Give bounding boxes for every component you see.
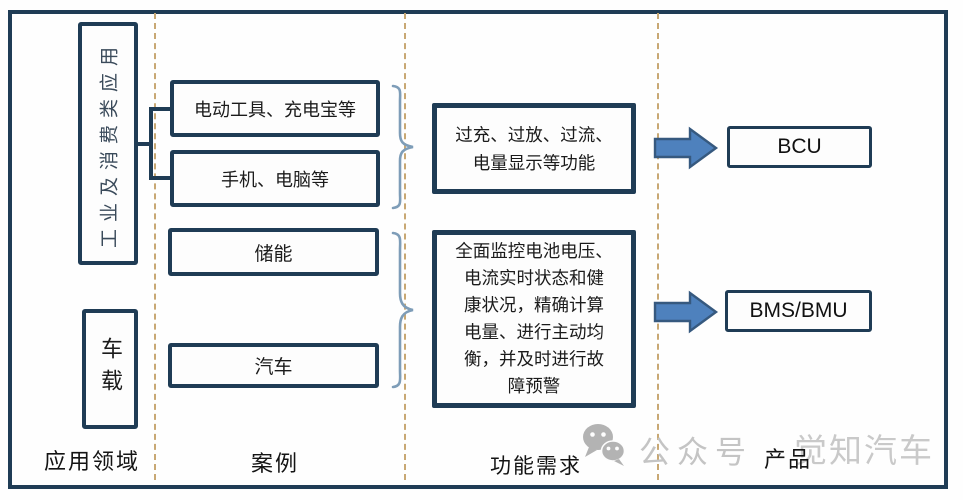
connector-line — [151, 176, 171, 180]
column-label-products: 产品 — [763, 447, 812, 472]
column-label-cases: 案例 — [250, 451, 299, 476]
column-label-application: 应用领域 — [43, 449, 140, 474]
connector-line — [135, 142, 153, 146]
brace-vehicle — [391, 231, 414, 389]
column-divider-1 — [154, 13, 156, 480]
box-bcu: BCU — [727, 126, 872, 168]
brace-consumer — [391, 84, 414, 210]
box-bms-bmu: BMS/BMU — [725, 290, 872, 332]
box-consumer-functions: 过充、过放、过流、 电量显示等功能 — [432, 103, 636, 194]
box-bcu-label: BCU — [777, 135, 822, 158]
box-power-tools-label: 电动工具、充电宝等 — [194, 99, 356, 120]
box-vehicle-domain-label: 车载 — [98, 337, 123, 401]
watermark-gongzhonghao: 公众号 — [639, 435, 753, 470]
watermark-juezhi-qiche: 觉知汽车 — [794, 434, 934, 470]
box-bms-bmu-label: BMS/BMU — [749, 299, 848, 322]
box-power-tools: 电动工具、充电宝等 — [170, 80, 380, 137]
connector-line — [151, 107, 171, 111]
diagram-frame — [8, 10, 948, 489]
box-industrial-consumer-label: 工业及消费类应用 — [99, 39, 121, 248]
box-energy-storage-label: 储能 — [254, 243, 293, 265]
column-divider-3 — [657, 13, 659, 480]
box-vehicle-functions: 全面监控电池电压、 电流实时状态和健 康状况，精确计算 电量、进行主动均 衡，并… — [432, 230, 636, 408]
box-industrial-consumer: 工业及消费类应用 — [78, 22, 138, 265]
box-vehicle-domain: 车载 — [82, 309, 138, 429]
box-vehicle-functions-text: 全面监控电池电压、 电流实时状态和健 康状况，精确计算 电量、进行主动均 衡，并… — [455, 240, 613, 397]
column-label-functions: 功能需求 — [490, 454, 582, 478]
connector-line — [149, 107, 153, 180]
wechat-icon — [583, 424, 626, 466]
column-divider-2 — [404, 13, 406, 480]
box-phones-computers: 手机、电脑等 — [170, 150, 380, 207]
box-automobile-label: 汽车 — [254, 357, 293, 378]
box-energy-storage: 储能 — [168, 228, 379, 276]
arrow-right-icon — [653, 290, 719, 334]
box-phones-computers-label: 手机、电脑等 — [221, 169, 329, 190]
arrow-right-icon — [653, 126, 719, 170]
box-automobile: 汽车 — [168, 343, 379, 388]
box-consumer-functions-text: 过充、过放、过流、 电量显示等功能 — [455, 124, 613, 173]
